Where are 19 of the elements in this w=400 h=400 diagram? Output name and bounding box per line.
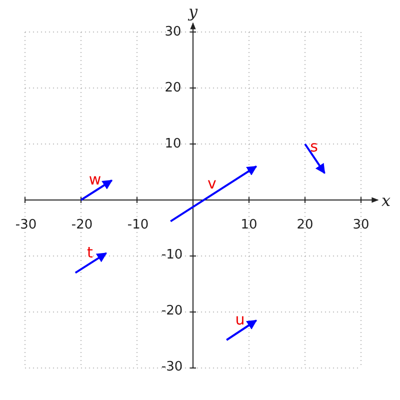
- tick-label: 10: [164, 138, 182, 150]
- tick-label: -10: [161, 248, 183, 262]
- axis-label: y: [188, 4, 198, 20]
- tick-label: 30: [164, 26, 182, 38]
- vector-label: v: [208, 176, 216, 192]
- tick-label: -10: [127, 218, 149, 232]
- tick-label: 30: [352, 218, 370, 232]
- tick-label: -20: [161, 304, 183, 318]
- vector-label: w: [88, 172, 102, 188]
- tick-label: -30: [161, 360, 183, 374]
- tick-label: 10: [240, 218, 258, 232]
- tick-label: 20: [296, 218, 314, 232]
- axis-label: x: [381, 193, 391, 209]
- tick-label: -30: [15, 218, 37, 232]
- tick-label: -20: [71, 218, 93, 232]
- vector-label: u: [235, 312, 245, 328]
- tick-label: 20: [164, 82, 182, 94]
- vector-label: t: [87, 246, 93, 260]
- vector-label: s: [310, 140, 318, 154]
